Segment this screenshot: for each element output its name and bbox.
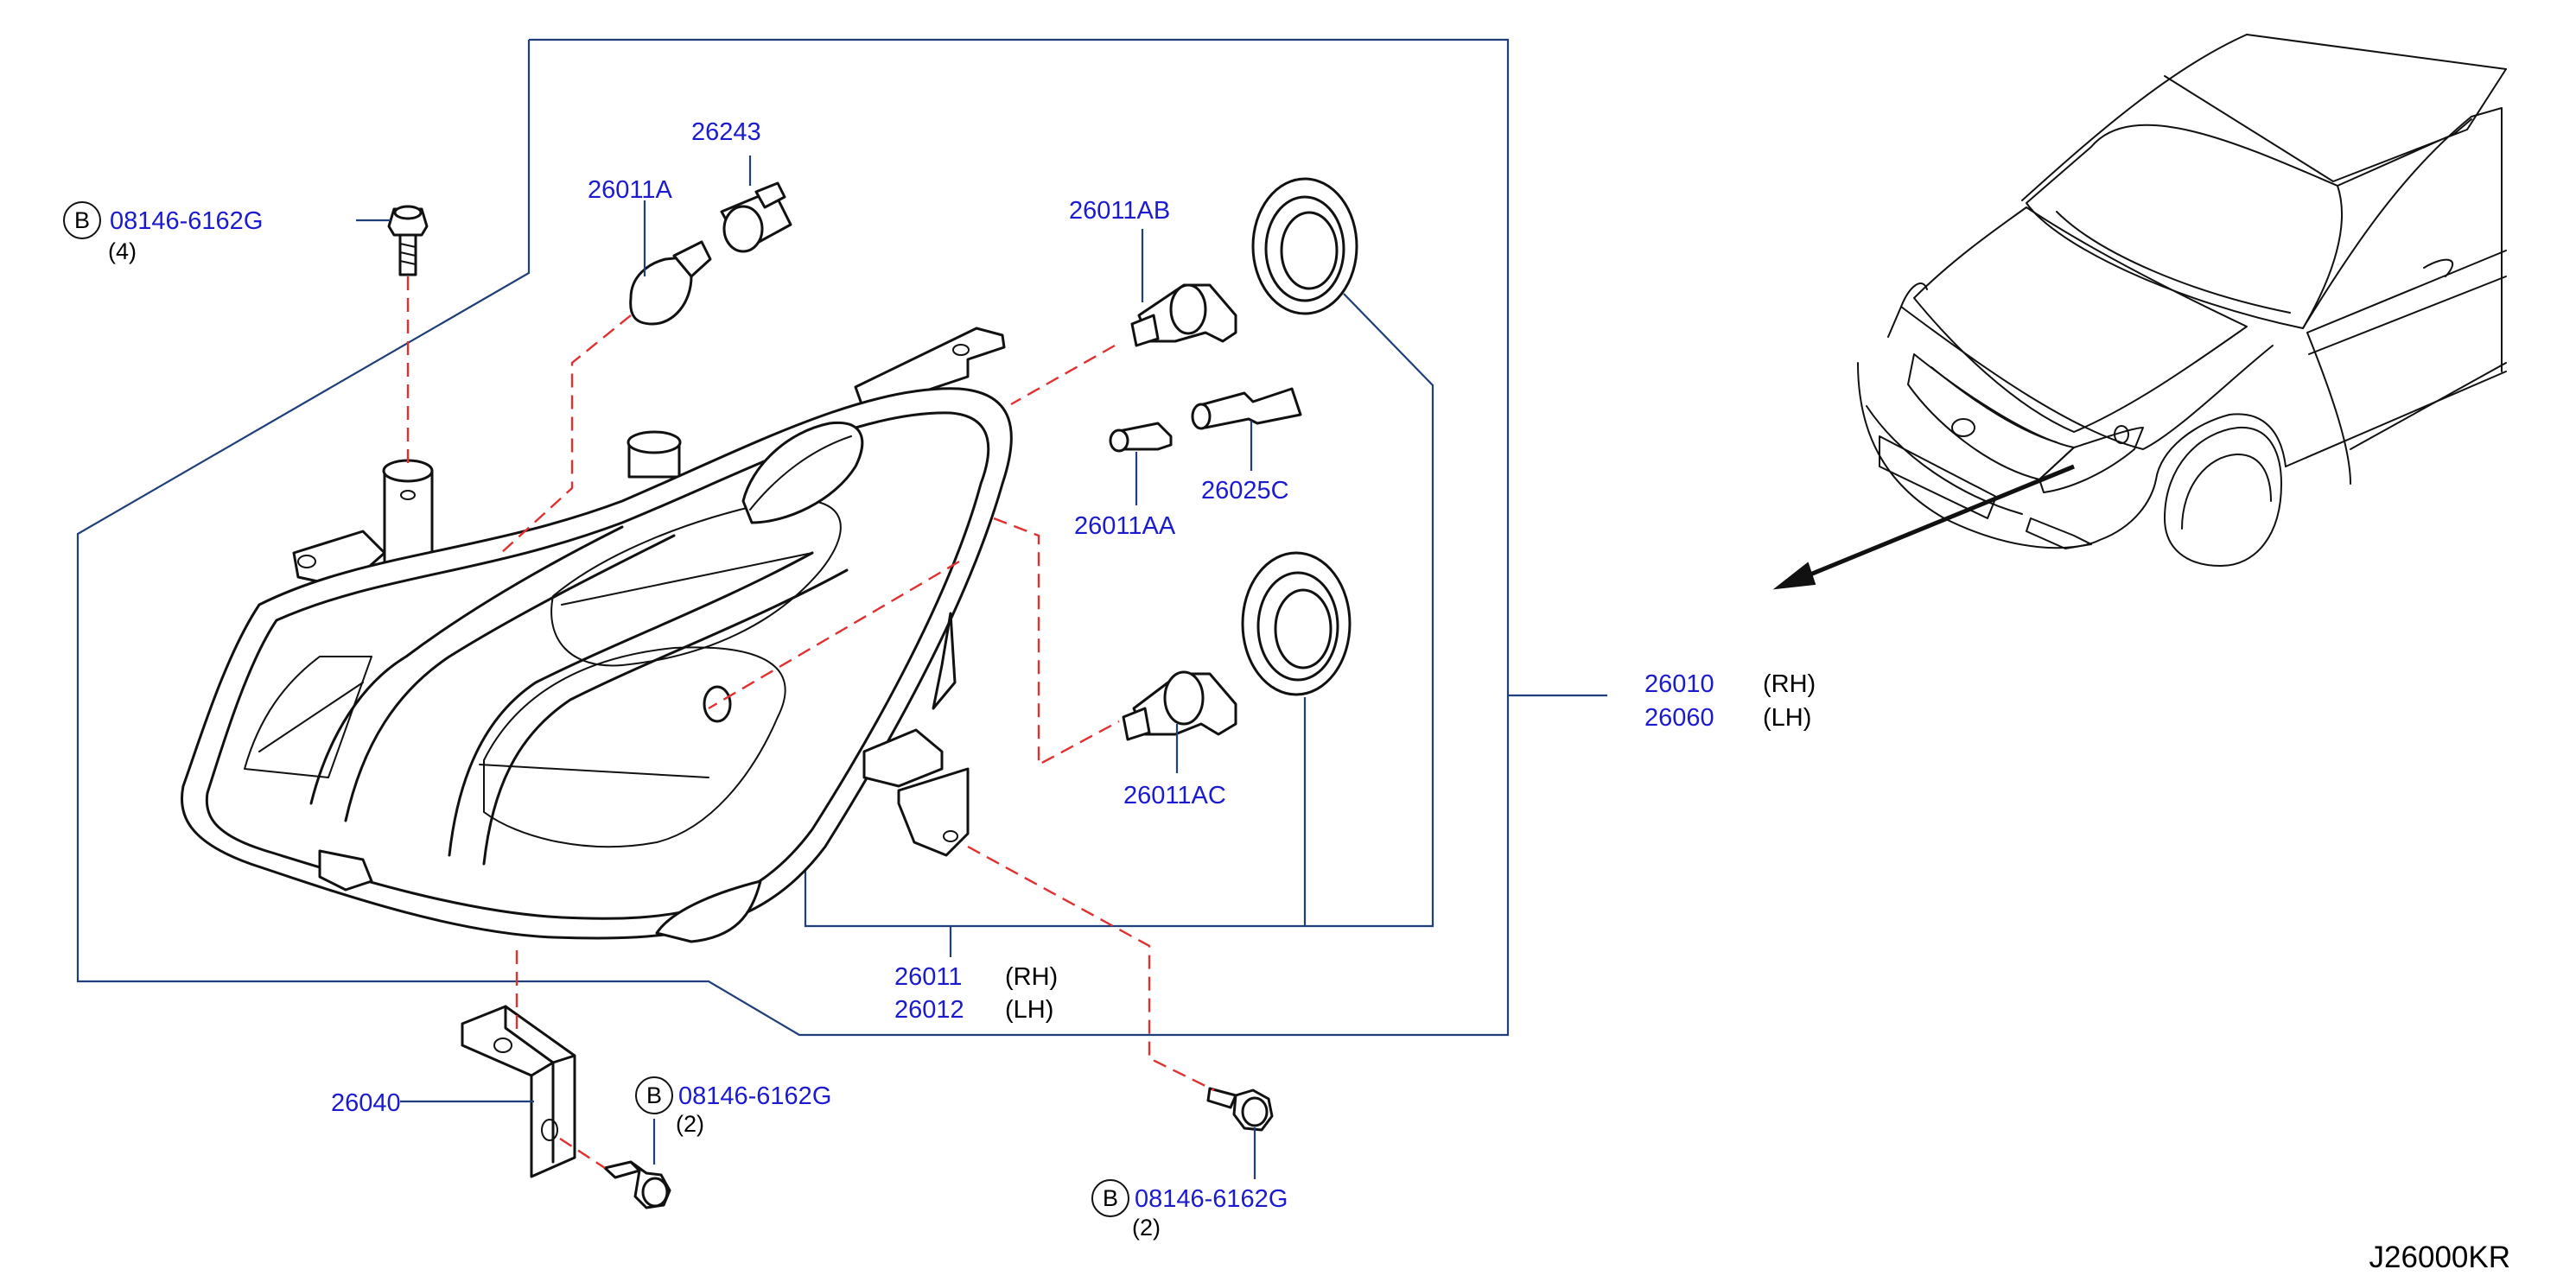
bulb-26011AC-icon [1122, 670, 1237, 741]
location-arrow-line [1786, 464, 2075, 587]
socket-26025C-part-number[interactable]: 26025C [1201, 477, 1289, 505]
diagram-code: J26000KR [2369, 1241, 2510, 1274]
bulb-26243-part-number[interactable]: 26243 [691, 118, 761, 146]
phantom-lines [406, 276, 1215, 1170]
assembly-lh-part-number[interactable]: 26060 [1644, 704, 1714, 732]
bolt-top-quantity: (4) [108, 238, 137, 264]
housing-rh-side: (RH) [1005, 963, 1058, 991]
vehicle-location-sketch [1772, 34, 2507, 590]
bulb-26011AA-part-number[interactable]: 26011AA [1074, 512, 1176, 540]
bulb-26011AA-icon [1109, 422, 1173, 453]
bulb-26011AB-icon [1130, 283, 1237, 347]
callout-b-bolt-mid: B [635, 1076, 673, 1114]
bolt-bottom-part-number[interactable]: 08146-6162G [1135, 1185, 1288, 1213]
housing-lh-part-number[interactable]: 26012 [894, 996, 964, 1024]
headlamp-housing [180, 327, 1013, 943]
assembly-rh-side: (RH) [1763, 670, 1816, 698]
bolt-mid-quantity: (2) [676, 1111, 704, 1137]
svg-text:B: B [74, 207, 90, 233]
bolt-top-part-number[interactable]: 08146-6162G [110, 207, 263, 235]
housing-rh-part-number[interactable]: 26011 [894, 963, 963, 991]
bolt-bottom-icon [1206, 1087, 1274, 1132]
bolt-bottom-quantity: (2) [1132, 1215, 1161, 1241]
bulb-26243-icon [720, 181, 792, 253]
socket-26025C-icon [1191, 387, 1302, 430]
bulb-26011AC-part-number[interactable]: 26011AC [1123, 782, 1226, 809]
bolt-mid-part-number[interactable]: 08146-6162G [678, 1082, 831, 1110]
callout-b-bolt-bottom: B [1091, 1179, 1129, 1217]
bulb-26011A-icon [629, 240, 712, 326]
bulb-26011A-part-number[interactable]: 26011A [588, 176, 672, 204]
bolt-top-icon [387, 205, 429, 276]
housing-boundary-line [804, 293, 1434, 928]
bolt-mid-icon [603, 1160, 671, 1209]
bracket-26040-icon [461, 1005, 576, 1178]
assembly-rh-part-number[interactable]: 26010 [1644, 670, 1714, 698]
grommet-upper-icon [1251, 177, 1358, 315]
housing-lh-side: (LH) [1005, 996, 1053, 1024]
callout-b-bolt-top: B [63, 201, 101, 239]
assembly-lh-side: (LH) [1763, 704, 1811, 732]
assembly-boundary-line [76, 38, 1510, 1037]
grommet-lower-icon [1241, 551, 1352, 696]
svg-text:B: B [646, 1082, 662, 1108]
bulb-26011AB-part-number[interactable]: 26011AB [1069, 197, 1170, 225]
location-arrow-head [1772, 562, 1816, 590]
bracket-26040-part-number[interactable]: 26040 [331, 1089, 401, 1117]
svg-text:B: B [1103, 1185, 1118, 1211]
